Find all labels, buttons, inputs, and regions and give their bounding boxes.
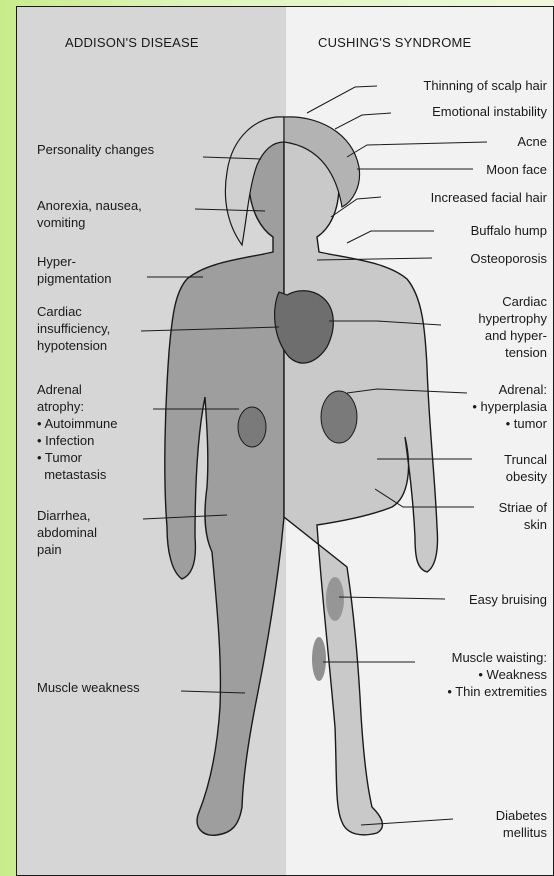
addison-header: ADDISON'S DISEASE xyxy=(65,35,199,50)
label-striae-of-skin: Striae of skin xyxy=(499,499,547,533)
figure-panel: ADDISON'S DISEASE CUSHING'S SYNDROME Per… xyxy=(16,6,554,876)
addison-body-half xyxy=(165,127,284,835)
label-moon-face: Moon face xyxy=(486,161,547,178)
label-hyperpigmentation: Hyper- pigmentation xyxy=(37,253,111,287)
label-muscle-wasting: Muscle waisting: • Weakness • Thin extre… xyxy=(447,649,547,700)
right-kidney xyxy=(321,391,357,443)
label-increased-facial-hair: Increased facial hair xyxy=(431,189,547,206)
cushing-body-half xyxy=(284,127,438,835)
label-acne: Acne xyxy=(517,133,547,150)
left-kidney xyxy=(238,407,266,447)
cushing-header: CUSHING'S SYNDROME xyxy=(318,35,471,50)
label-anorexia: Anorexia, nausea, vomiting xyxy=(37,197,142,231)
bruise-mark xyxy=(326,577,344,621)
label-thinning-scalp-hair: Thinning of scalp hair xyxy=(423,77,547,94)
label-diarrhea: Diarrhea, abdominal pain xyxy=(37,507,97,558)
label-adrenal-atrophy: Adrenal atrophy: xyxy=(37,381,84,415)
label-muscle-weakness: Muscle weakness xyxy=(37,679,140,696)
label-buffalo-hump: Buffalo hump xyxy=(471,222,547,239)
label-cardiac-insufficiency: Cardiac insufficiency, hypotension xyxy=(37,303,110,354)
wasting-mark xyxy=(312,637,326,681)
label-adrenal-causes: • Autoimmune • Infection • Tumor metasta… xyxy=(37,415,117,483)
label-cardiac-hypertrophy: Cardiac hypertrophy and hyper- tension xyxy=(478,293,547,361)
label-easy-bruising: Easy bruising xyxy=(469,591,547,608)
label-truncal-obesity: Truncal obesity xyxy=(504,451,547,485)
label-osteoporosis: Osteoporosis xyxy=(470,250,547,267)
label-adrenal-hyperplasia: Adrenal: • hyperplasia • tumor xyxy=(472,381,547,432)
label-personality-changes: Personality changes xyxy=(37,141,154,158)
label-emotional-instability: Emotional instability xyxy=(432,103,547,120)
label-diabetes-mellitus: Diabetes mellitus xyxy=(496,807,547,841)
